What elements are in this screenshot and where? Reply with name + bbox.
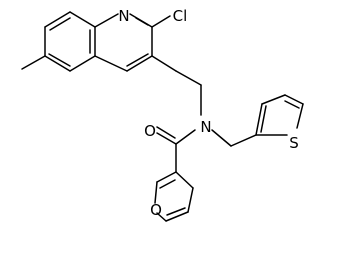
bond-n-carbonyl: [175, 129, 196, 145]
bond-benzo-6: [69, 11, 96, 28]
bonds: [21, 11, 304, 222]
bond-c3-c4: [126, 55, 153, 72]
bond-thio-2: [261, 94, 286, 105]
bond-ch2-ch2: [175, 70, 202, 86]
thiophene-sulfur-label: S: [289, 134, 299, 152]
bond-furan-6-inner: [159, 179, 176, 189]
bond-thio-1-inner: [260, 105, 267, 133]
furan-oxygen-label: O: [150, 201, 162, 219]
bond-benzo-1-inner: [49, 17, 71, 31]
bond-thio-3-inner: [284, 100, 300, 109]
bond-c-cl: [151, 15, 171, 28]
bond-c3-c4-inner: [126, 53, 149, 67]
chlorine-label: Cl: [173, 7, 188, 25]
bond-ch2b-thiophene: [230, 134, 257, 147]
bond-c-o-2: [156, 126, 176, 139]
bond-furan-2: [187, 187, 194, 213]
bond-thio-4: [296, 103, 304, 129]
bond-furan-1: [175, 171, 194, 189]
bond-c3-ch2: [151, 55, 177, 72]
bond-benzo-4: [69, 55, 96, 72]
bond-methyl: [21, 55, 46, 70]
carbonyl-oxygen-label: O: [144, 122, 156, 140]
bond-furan-3: [165, 211, 189, 222]
bond-benzo-3-inner: [48, 53, 71, 67]
bond-n-ch2b: [211, 129, 232, 147]
bond-c4-c4a: [94, 55, 128, 72]
ring-nitrogen-label: N: [118, 7, 129, 25]
bond-furan-3-inner: [166, 207, 186, 216]
bond-c-o-1: [156, 132, 177, 145]
amide-nitrogen-label: N: [200, 118, 211, 136]
bond-furan-5: [154, 181, 158, 204]
bond-furan-6: [156, 171, 177, 183]
bond-benzo-1: [44, 11, 71, 28]
bond-thio-1: [255, 103, 263, 136]
bond-thio-3: [284, 94, 304, 105]
bond-c8a-n: [94, 13, 119, 28]
bond-n-c2-inner: [135, 17, 149, 26]
bond-benzo-3: [44, 55, 71, 72]
bond-furan-4: [156, 212, 167, 222]
